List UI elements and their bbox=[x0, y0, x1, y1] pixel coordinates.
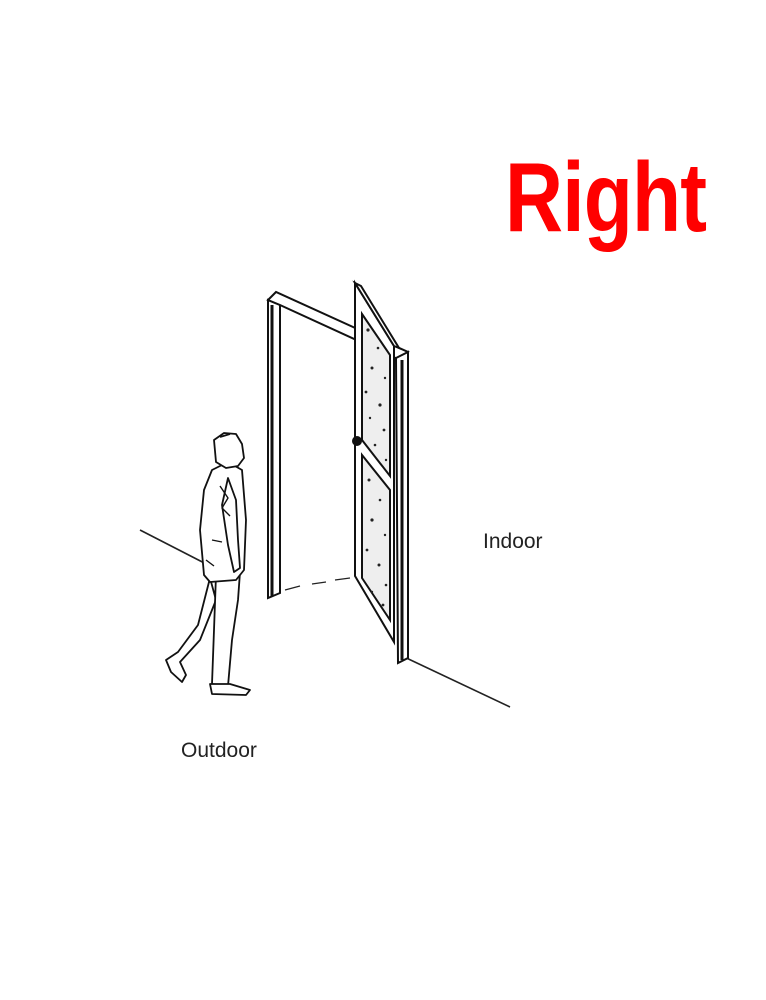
walking-person-icon bbox=[165, 432, 251, 696]
door-knob-icon bbox=[352, 436, 362, 446]
open-door-icon bbox=[352, 279, 402, 646]
indoor-label: Indoor bbox=[483, 530, 543, 553]
floor-lines bbox=[139, 529, 511, 708]
diagram-title: Right bbox=[505, 142, 707, 252]
door-frame-icon bbox=[266, 290, 410, 665]
outdoor-label: Outdoor bbox=[181, 739, 257, 762]
